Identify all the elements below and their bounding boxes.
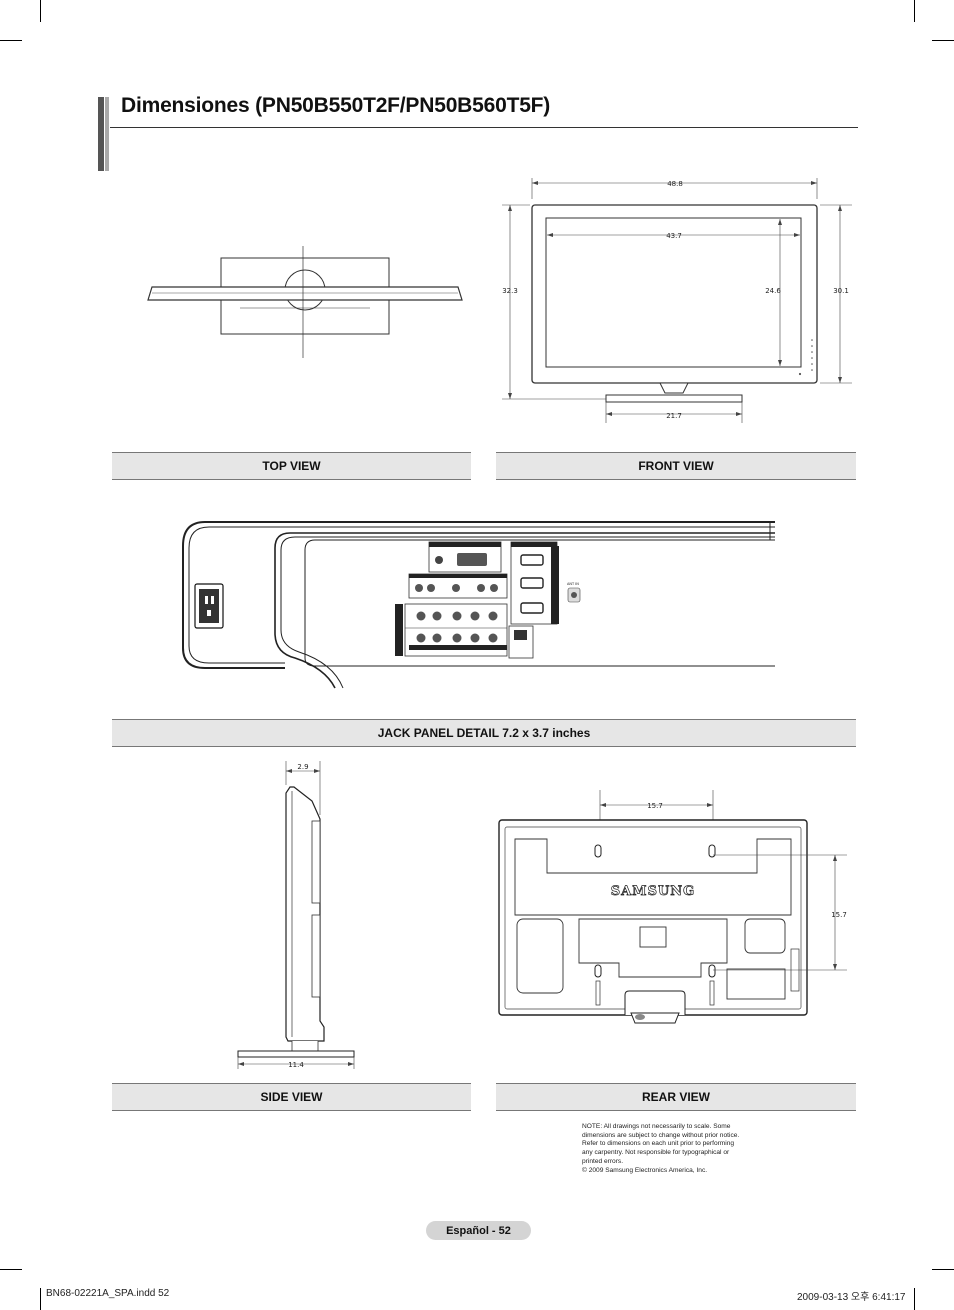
screen-height-label: 24.6 [765,287,781,295]
disclaimer-note: NOTE: All drawings not necessarily to sc… [582,1123,762,1175]
note-line: printed errors. [582,1157,624,1165]
total-height-label: 32.3 [502,287,518,295]
crop-mark [932,40,954,41]
crop-mark [40,0,41,22]
side-depth-label: 2.9 [297,763,308,771]
samsung-logo: SAMSUNG [611,884,696,899]
copyright-line: © 2009 Samsung Electronics America, Inc. [582,1166,708,1174]
stand-depth-label: 11.4 [288,1061,304,1069]
mount-vertical-label: 15.7 [831,911,847,919]
crop-mark [914,0,915,22]
rear-view-drawing: 15.7 SAMSUNG 15.7 [498,790,847,1024]
screen-width-label: 43.7 [666,232,682,240]
crop-mark [0,1269,22,1270]
stand-width-label: 21.7 [666,412,682,420]
title-accent-bar [105,97,109,171]
side-view-label: SIDE VIEW [112,1083,471,1111]
panel-height-label: 30.1 [833,287,849,295]
footer-file: BN68-02221A_SPA.indd 52 [46,1288,170,1299]
note-line: any carpentry. Not responsible for typog… [582,1149,730,1157]
front-view-label: FRONT VIEW [496,452,856,480]
title-accent-bar [98,97,104,171]
side-view-drawing: 2.9 11.4 [237,761,355,1069]
crop-mark [0,40,22,41]
top-view-label: TOP VIEW [112,452,471,480]
mount-horizontal-label: 15.7 [647,802,663,810]
crop-mark [932,1269,954,1270]
note-line: NOTE: All drawings not necessarily to sc… [582,1123,731,1130]
footer-timestamp: 2009-03-13 오후 6:41:17 [797,1292,906,1303]
rear-view-label: REAR VIEW [496,1083,856,1111]
total-width-label: 48.8 [667,180,683,188]
jack-panel-label: JACK PANEL DETAIL 7.2 x 3.7 inches [112,719,856,747]
title-rule [110,127,858,128]
note-line: dimensions are subject to change without… [582,1131,740,1139]
crop-mark [914,1288,915,1310]
page-number: Español - 52 [426,1221,531,1240]
front-view-drawing: 48.8 43.7 24.6 32.3 30.1 21.7 [502,178,852,423]
note-line: Refer to dimensions on each unit prior t… [582,1140,735,1148]
page-title: Dimensiones (PN50B550T2F/PN50B560T5F) [121,94,551,117]
ant-in-label: ANT IN [567,582,579,586]
crop-mark [40,1288,41,1310]
jack-panel-drawing: ANT IN [182,521,775,689]
top-view-drawing [147,246,463,358]
